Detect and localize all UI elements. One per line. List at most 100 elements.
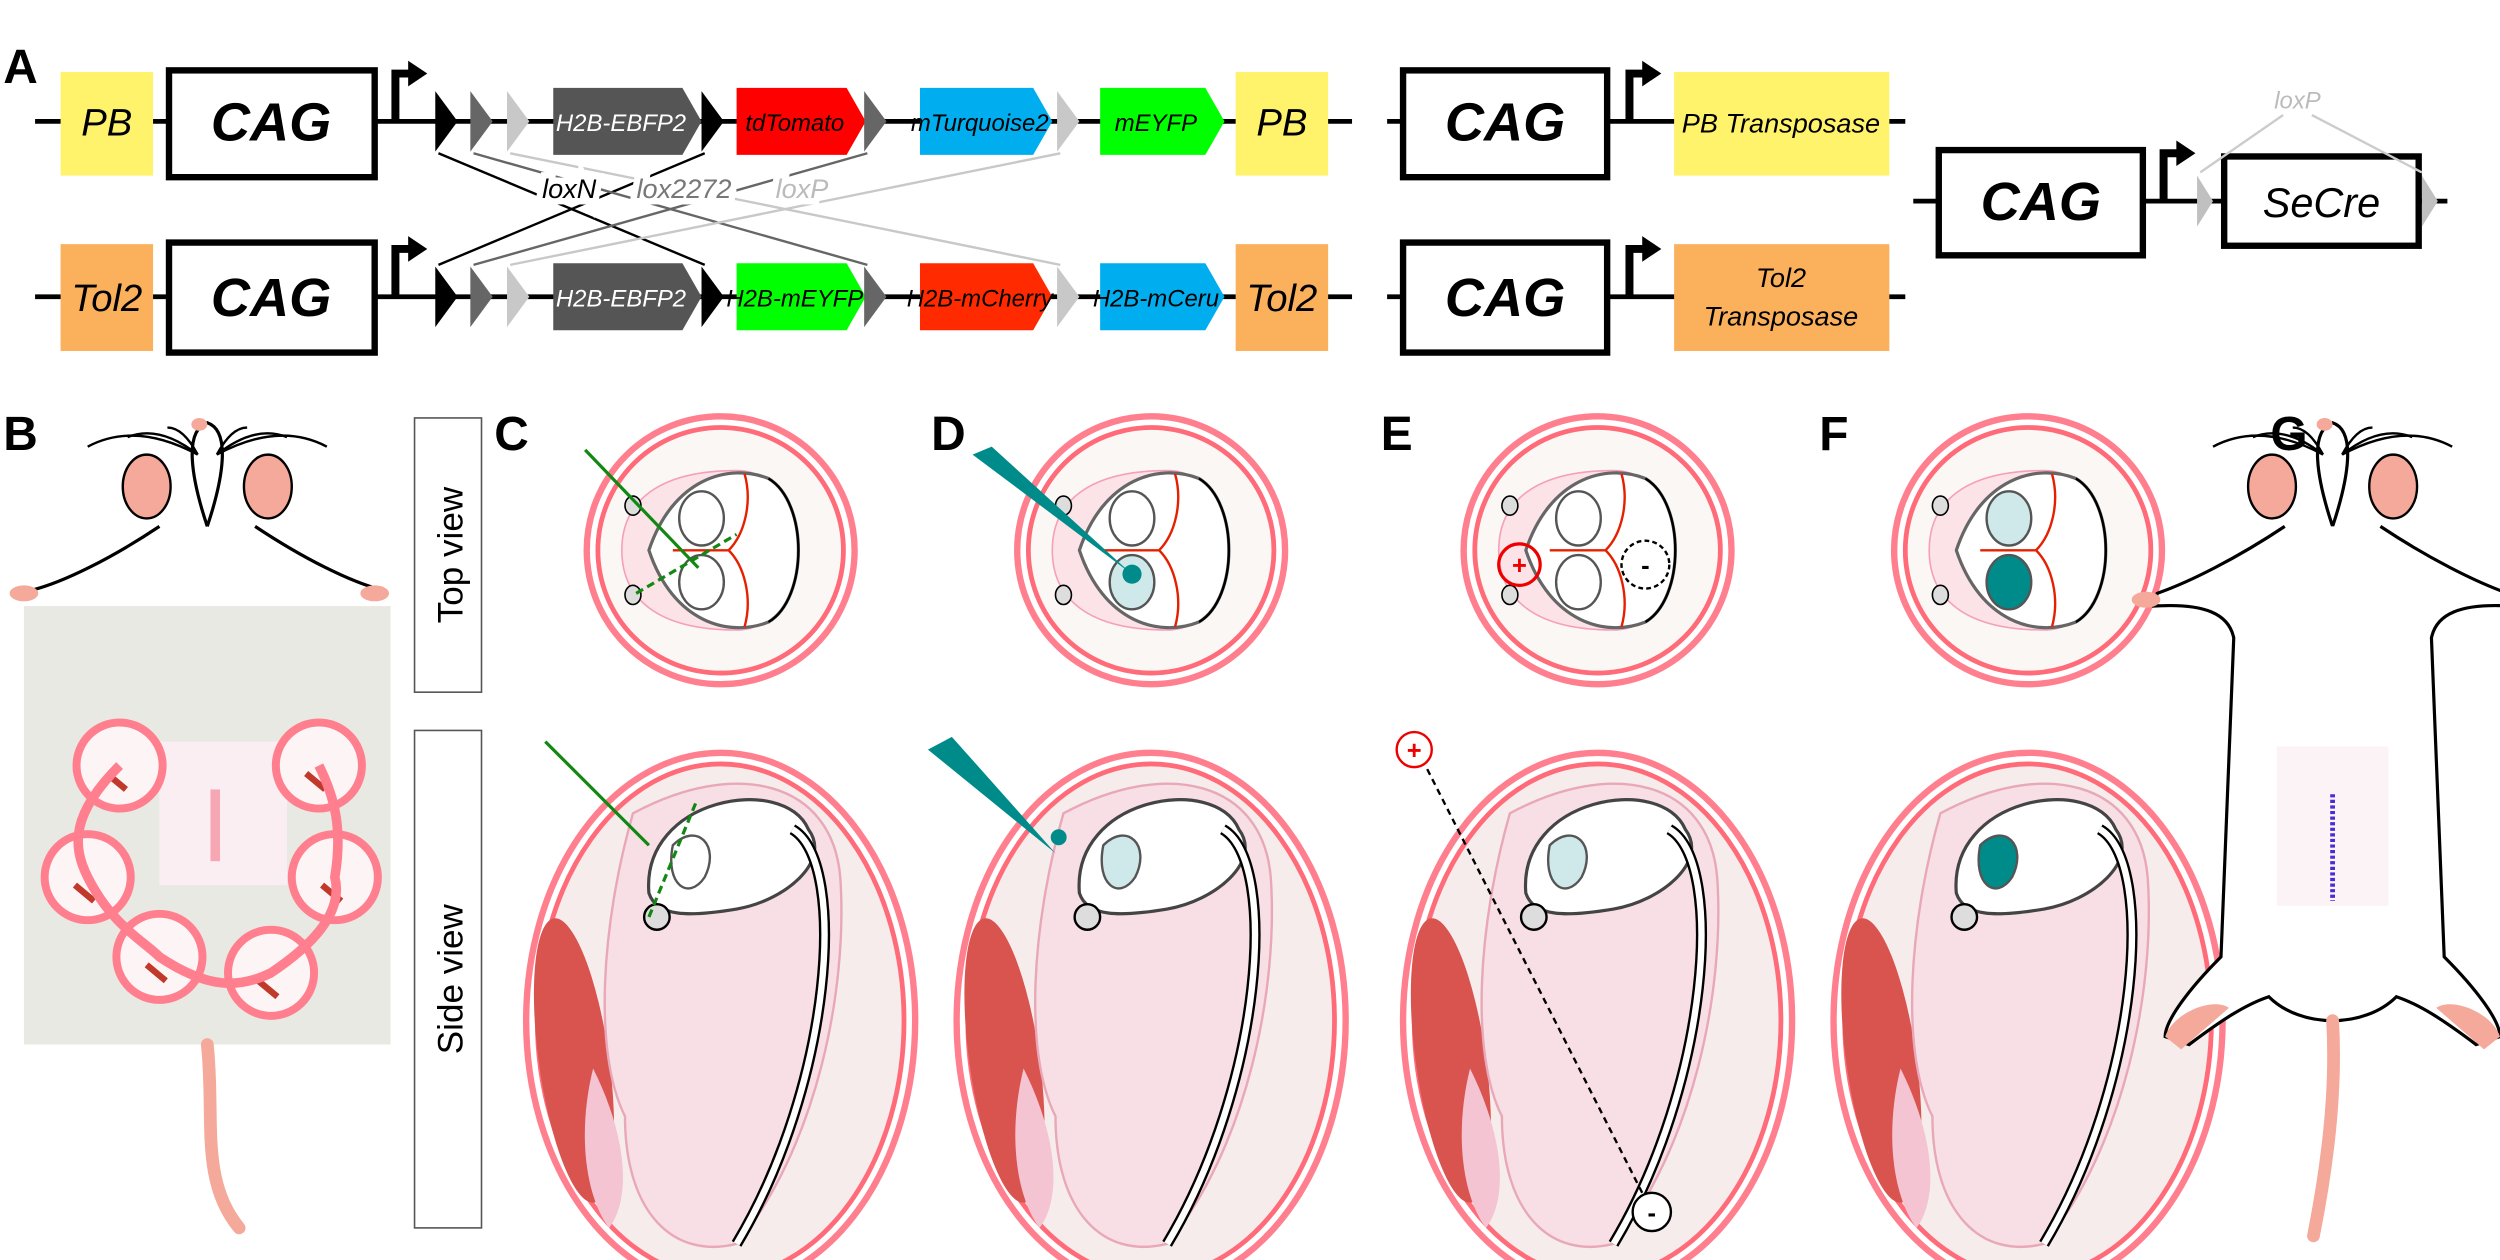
gene-arrow-h2b-mceru [1100, 263, 1225, 331]
whisker [215, 426, 248, 456]
loxp-triangle-icon [1057, 266, 1080, 328]
electrode-positive: + [1395, 730, 1433, 769]
secre-box [2220, 153, 2422, 249]
top-electrode-negative-label: - [1641, 552, 1649, 580]
cag-promoter-box [1399, 67, 1611, 181]
eye [1501, 584, 1519, 606]
pb-transposase-label: PB Transposase [1682, 108, 1880, 139]
lateral-ventricle-side [670, 834, 711, 890]
lox2272-triangle-icon [864, 266, 887, 328]
lox-pair-line [473, 152, 868, 267]
mouse-panel-g [2131, 417, 2500, 1243]
gene-label: mEYFP [1115, 110, 1197, 137]
lateral-ventricle [1108, 490, 1156, 547]
mouse-nose [191, 417, 208, 431]
pb-transposase-construct: CAG PB Transposase [1387, 60, 1906, 181]
pb-element-left [60, 71, 154, 176]
mouse-tail [200, 1038, 246, 1235]
whisker [87, 434, 199, 456]
mouse-nose [2316, 417, 2333, 431]
hindbrain-outline [1198, 477, 1231, 624]
spinal-cord-inner [2041, 826, 2136, 1246]
uterine-horn [73, 762, 343, 989]
panel-label-a: A [3, 41, 38, 94]
spinal-cord-inner [733, 826, 828, 1246]
brain-sutures [1103, 473, 1180, 628]
whisker [216, 434, 328, 456]
eye [1950, 903, 1979, 931]
electrode-positive-label: + [1407, 737, 1422, 765]
promoter-arrow-icon [2159, 149, 2180, 202]
gene-arrow-tdtomato [736, 87, 866, 155]
pb-right-label: PB [1256, 102, 1307, 145]
lateral-ventricle [1985, 490, 2033, 547]
cag-promoter-box [165, 239, 378, 356]
eye [642, 903, 671, 931]
promoter-arrowhead-icon [408, 60, 428, 87]
promoter-arrowhead-icon [2176, 140, 2196, 167]
mouse-hindpaws [2165, 1004, 2500, 1050]
injection-path-arrow [544, 740, 651, 847]
loxp-triangle-icon [1057, 91, 1080, 152]
secre-loxp-label: loxP [2274, 88, 2321, 115]
promoter-arrow-icon [1625, 244, 1646, 297]
gene-arrow-h2b-mcherry [919, 263, 1053, 331]
promoter-arrowhead-icon [1642, 236, 1662, 262]
gene-arrow-h2b-meyfp [736, 263, 866, 331]
lox2272-triangle-icon [470, 91, 493, 152]
lox2272-triangle-icon [470, 266, 493, 328]
promoter-arrow-icon [391, 244, 412, 297]
loxp-triangle-icon [2421, 175, 2438, 227]
spinal-cord-inner [1610, 826, 1705, 1246]
tol2-construct-lox-sites [435, 266, 1080, 328]
pb-left-label: PB [81, 102, 132, 145]
panel-label-d: D [931, 408, 966, 461]
incision-area [159, 741, 287, 886]
umbilical-cord [1015, 1068, 1054, 1228]
mouse-snout [2315, 421, 2350, 527]
pb-transposase-box [1674, 71, 1890, 176]
panel-c-embryos [523, 413, 919, 1260]
gene-arrow-h2b-ebfp2 [553, 263, 702, 331]
panel-e-embryos [1399, 413, 1796, 1260]
gene-label: H2B-EBFP2 [556, 285, 686, 312]
lateral-ventricle [1985, 553, 2033, 611]
hindbrain-outline [1644, 477, 1677, 624]
mouse-forepaw [9, 585, 39, 602]
lox-recombination-lines [437, 152, 1061, 267]
mouse-snout [190, 421, 224, 527]
tol2-left-label: Tol2 [71, 277, 142, 320]
injection-path-arrow [583, 448, 700, 569]
mice [9, 417, 2500, 1243]
hindbrain-outline [2075, 477, 2107, 624]
mouse-forepaw [2131, 591, 2161, 608]
top-electrodes: + - [1497, 539, 1671, 590]
loxp-label: loxP [776, 173, 829, 204]
tol2-transposase-construct: CAG Tol2 Transposase [1387, 236, 1906, 356]
umbilical-cord [1892, 1068, 1931, 1228]
tol2-element-right [1235, 244, 1329, 351]
loxp-triangle-icon [507, 266, 530, 328]
gene-label: H2B-mCherry [907, 285, 1055, 312]
promoter-arrowhead-icon [408, 236, 428, 262]
cervix [210, 789, 221, 862]
electric-field-arrow [1424, 764, 1644, 1194]
promoter-arrowhead-icon [1642, 60, 1662, 87]
loxn-label: loxN [542, 173, 597, 204]
micropipette-icon [972, 446, 1133, 575]
panel-label-c: C [494, 408, 529, 461]
gene-arrow-meyfp [1100, 87, 1225, 155]
mouse-ear [2368, 453, 2419, 520]
electrode-negative-label: - [1648, 1200, 1656, 1228]
promoter-arrow-icon [1625, 69, 1646, 122]
whisker [2341, 434, 2453, 456]
top-electrode-positive-label: + [1512, 552, 1527, 580]
cag-label: CAG [1445, 93, 1565, 153]
cag-label: CAG [211, 268, 331, 328]
eye [1931, 495, 1950, 517]
whisker [2212, 434, 2324, 456]
lox-pair-line [509, 152, 1061, 267]
loxn-triangle-icon [435, 266, 458, 328]
lateral-ventricle [678, 553, 726, 611]
